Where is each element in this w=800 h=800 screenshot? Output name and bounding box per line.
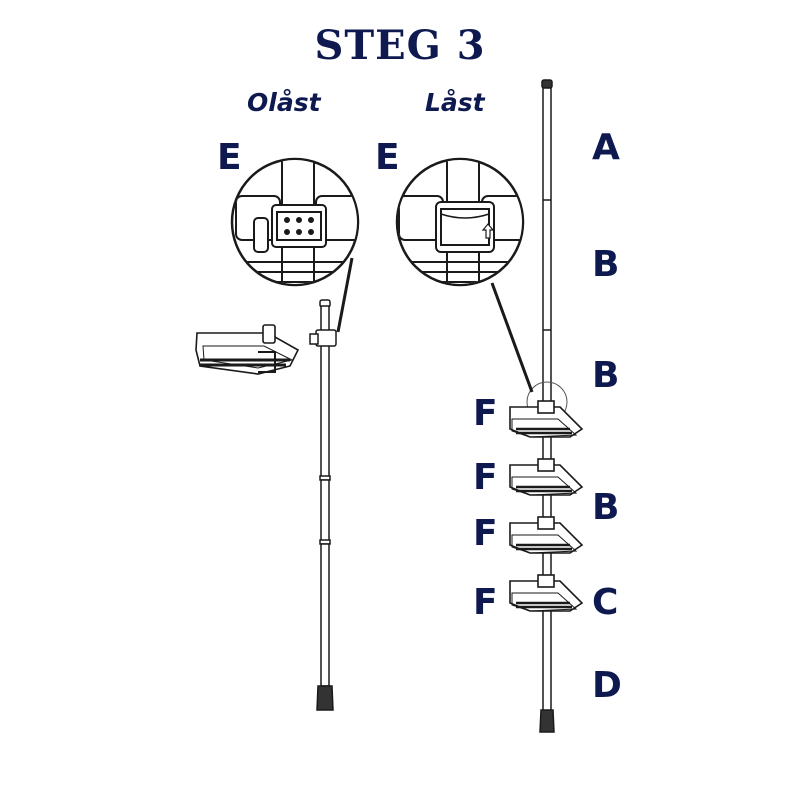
basket-4: [508, 573, 584, 613]
basket-1: [508, 399, 584, 439]
label-a: A: [592, 127, 620, 168]
left-pole-clamp: [309, 329, 337, 347]
label-d: D: [592, 665, 622, 706]
label-b-2: B: [592, 355, 620, 396]
right-callout-line: [490, 282, 534, 393]
loose-basket: [195, 324, 300, 375]
label-b-3: B: [592, 487, 620, 528]
basket-2: [508, 457, 584, 497]
basket-3: [508, 515, 584, 555]
label-f-4: F: [473, 582, 498, 623]
label-f-1: F: [473, 393, 498, 434]
state-label-locked: Låst: [425, 88, 485, 117]
zoom-detail-unlocked: [230, 157, 360, 287]
left-callout-line: [336, 257, 354, 333]
label-c: C: [592, 582, 619, 623]
zoom-detail-locked: [395, 157, 525, 287]
label-f-2: F: [473, 457, 498, 498]
label-e-left: E: [217, 137, 242, 178]
left-pole: [316, 299, 334, 711]
label-b-1: B: [592, 244, 620, 285]
state-label-unlocked: Olåst: [247, 88, 321, 117]
label-e-right: E: [375, 137, 400, 178]
label-f-3: F: [473, 513, 498, 554]
page-title: STEG 3: [314, 22, 486, 69]
